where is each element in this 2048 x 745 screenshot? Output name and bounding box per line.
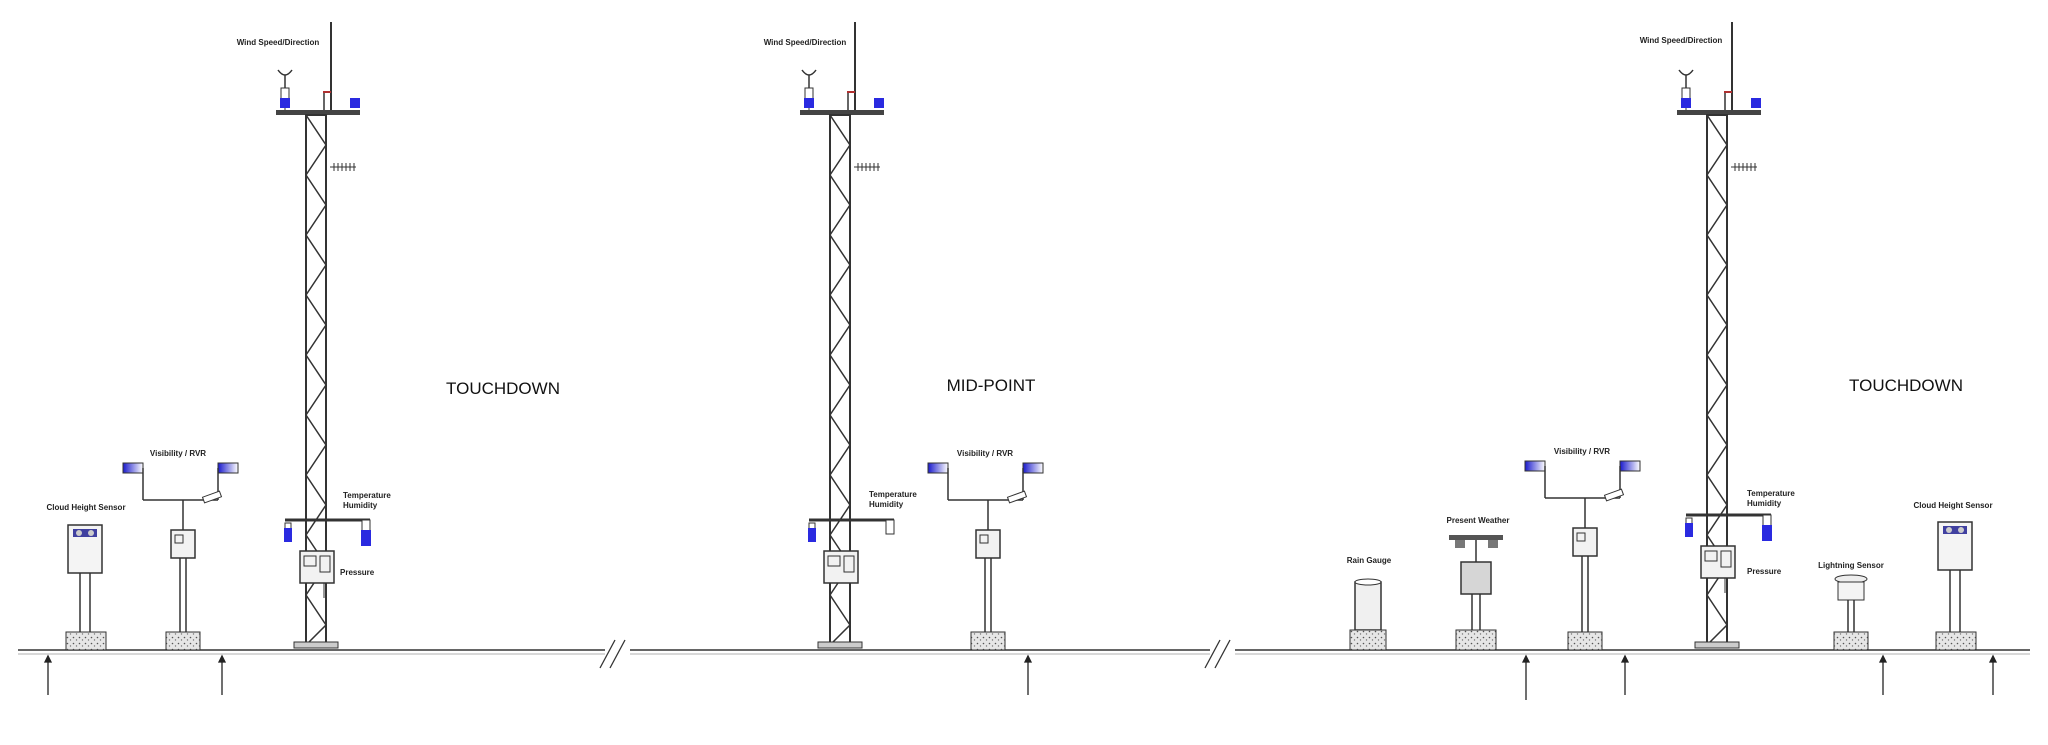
pressure-sensor bbox=[299, 550, 335, 598]
label-cloud-right: Cloud Height Sensor bbox=[1913, 501, 1992, 510]
zone-label-left: TOUCHDOWN bbox=[446, 379, 560, 398]
label-wind-middle: Wind Speed/Direction bbox=[764, 38, 847, 47]
temperature-humidity-sensor bbox=[808, 519, 895, 542]
label-rain-gauge: Rain Gauge bbox=[1347, 556, 1392, 565]
label-cloud-left: Cloud Height Sensor bbox=[46, 503, 125, 512]
ground-line bbox=[18, 649, 2030, 655]
label-wind-right: Wind Speed/Direction bbox=[1640, 36, 1723, 45]
label-wind-left: Wind Speed/Direction bbox=[237, 38, 320, 47]
cloud-height-sensor-left bbox=[65, 524, 107, 651]
label-visibility-right: Visibility / RVR bbox=[1554, 447, 1610, 456]
pressure-sensor bbox=[1700, 545, 1736, 593]
label-lightning-sensor: Lightning Sensor bbox=[1818, 561, 1884, 570]
zone-label-right: TOUCHDOWN bbox=[1849, 376, 1963, 395]
lightning-sensor bbox=[1833, 574, 1869, 651]
label-visibility-left: Visibility / RVR bbox=[150, 449, 206, 458]
visibility-rvr-sensor-middle bbox=[927, 462, 1044, 651]
visibility-rvr-sensor-right bbox=[1524, 460, 1641, 651]
mast-right bbox=[1677, 22, 1772, 649]
temperature-humidity-sensor bbox=[284, 519, 371, 546]
label-humidity-left: Humidity bbox=[343, 501, 378, 510]
zone-label-middle: MID-POINT bbox=[947, 376, 1036, 395]
runway-markers bbox=[43, 654, 1998, 700]
label-temperature-right: Temperature bbox=[1747, 489, 1795, 498]
junction-box bbox=[823, 550, 859, 584]
label-pressure-right: Pressure bbox=[1747, 567, 1782, 576]
label-visibility-middle: Visibility / RVR bbox=[957, 449, 1013, 458]
mast-middle bbox=[800, 22, 895, 649]
label-temperature-middle: Temperature bbox=[869, 490, 917, 499]
label-temperature-left: Temperature bbox=[343, 491, 391, 500]
label-pressure-left: Pressure bbox=[340, 568, 375, 577]
mast-left bbox=[276, 22, 371, 649]
visibility-rvr-sensor-left bbox=[122, 462, 239, 651]
temperature-humidity-sensor bbox=[1685, 514, 1772, 541]
label-humidity-right: Humidity bbox=[1747, 499, 1782, 508]
label-humidity-middle: Humidity bbox=[869, 500, 904, 509]
label-present-weather: Present Weather bbox=[1447, 516, 1510, 525]
cloud-height-sensor-right bbox=[1935, 521, 1977, 651]
rain-gauge bbox=[1349, 578, 1387, 651]
break-marks bbox=[599, 639, 1231, 669]
present-weather-sensor bbox=[1449, 535, 1503, 651]
